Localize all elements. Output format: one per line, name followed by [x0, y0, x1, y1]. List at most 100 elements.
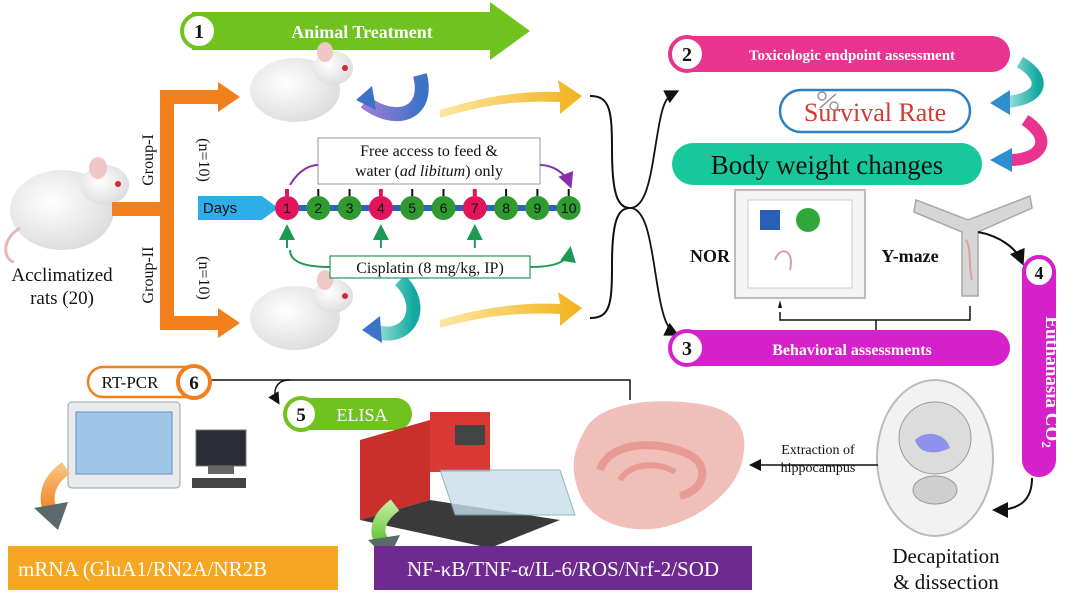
- brain-dissection-image: [876, 379, 994, 537]
- mrna-output-box: [8, 546, 338, 590]
- step-3-label: Behavioral assessments: [772, 342, 932, 359]
- rtpcr-machine-image: [67, 401, 247, 489]
- group-2-rat-image: [250, 270, 353, 350]
- step-3-number: 3: [682, 338, 692, 360]
- extraction-line1: Extraction of: [781, 443, 855, 458]
- protein-output-box: [374, 546, 752, 590]
- timeline-bar: [286, 205, 570, 211]
- days-label: Days: [203, 200, 237, 217]
- day-marker-9: [525, 196, 550, 220]
- hippocampus-to-rtpcr-arrow: [192, 374, 631, 400]
- day-marker-10: [556, 196, 581, 220]
- step-6-badge: [176, 364, 212, 400]
- behavior-bracket-arrowhead-left: [778, 300, 782, 308]
- day-label-6: 6: [440, 200, 448, 216]
- step-4-number: 4: [1035, 263, 1044, 283]
- day-label-3: 3: [346, 200, 354, 216]
- cisplatin-right-bracket: [529, 246, 576, 268]
- mrna-output-label: mRNA (GluA1/RN2A/NR2B: [18, 557, 267, 581]
- body-weight-curved-arrow: [1009, 115, 1048, 166]
- body-weight-box: [672, 143, 982, 185]
- day-marker-6: [431, 196, 456, 220]
- decapitation-line2: & dissection: [893, 570, 999, 594]
- nor-label: NOR: [690, 246, 731, 266]
- step-5-label: ELISA: [337, 405, 388, 425]
- day-marker-5: [400, 196, 425, 220]
- elisa-reader-image: [360, 412, 576, 548]
- day-label-4: 4: [377, 200, 385, 216]
- group-2-gold-arrow: [440, 292, 582, 328]
- step-6-number: 6: [189, 373, 199, 394]
- behavior-bracket: [779, 306, 971, 321]
- survival-curved-arrow-head: [990, 90, 1010, 115]
- step-2-number: 2: [682, 44, 692, 66]
- free-access-line2: water (ad libitum) only: [355, 163, 503, 180]
- euthanasia-banner: [1022, 255, 1056, 477]
- cisplatin-left-bracket: [289, 249, 331, 268]
- day-label-2: 2: [314, 200, 322, 216]
- body-weight-label: Body weight changes: [711, 150, 943, 180]
- group-1-gold-arrow: [440, 80, 582, 118]
- acclimatized-label-line1: Acclimatized: [11, 265, 113, 286]
- hippocampus-image: [573, 401, 745, 530]
- day-marker-3: [337, 196, 362, 220]
- day-marker-1: [275, 196, 299, 220]
- day-marker-2: [306, 196, 331, 220]
- step-3-badge: [668, 329, 706, 367]
- green-arrow-shape: [192, 2, 530, 60]
- ymaze-label: Y-maze: [881, 246, 938, 266]
- nor-arena-image: [734, 189, 866, 299]
- day-label-10: 10: [561, 200, 577, 216]
- step-4-label: Euthanasia CO2: [1039, 316, 1062, 448]
- step-1-number: 1: [194, 21, 204, 43]
- group-2-curved-arrow: [369, 275, 421, 341]
- ymaze-image: [913, 194, 1033, 297]
- step-2-label: Toxicologic endpoint assessment: [749, 48, 955, 64]
- group-1-curved-arrow-head: [356, 86, 376, 110]
- rtpcr-down-arrowhead: [34, 502, 68, 530]
- day-label-7: 7: [471, 200, 479, 216]
- day-label-5: 5: [408, 200, 416, 216]
- brace-to-endpoints-arrow: [629, 90, 680, 209]
- acclimatized-rat-image: [4, 157, 129, 264]
- percent-icon: [817, 91, 839, 111]
- step-4-badge: [1022, 255, 1056, 289]
- toxicologic-endpoint-banner: [670, 36, 1010, 72]
- free-access-line1: Free access to feed &: [360, 143, 498, 160]
- group-2-label: Group-II: [140, 247, 157, 304]
- group-split-arrows: [112, 82, 240, 338]
- day-marker-4: [368, 196, 393, 220]
- decapitation-line1: Decapitation: [892, 544, 1000, 568]
- day-label-9: 9: [534, 200, 542, 216]
- merge-brace: [589, 95, 631, 319]
- survival-curved-arrow: [1004, 56, 1044, 108]
- day-marker-7: [462, 196, 487, 220]
- behavioral-assessments-banner: [670, 330, 1010, 366]
- group-1-count: (n=10): [195, 138, 212, 182]
- body-weight-curved-arrow-head: [990, 148, 1012, 172]
- extraction-line2: hippocampus: [781, 461, 856, 476]
- group-2-count: (n=10): [195, 256, 212, 300]
- acclimatized-label-line2: rats (20): [30, 288, 94, 309]
- step-1-label: Animal Treatment: [291, 22, 433, 42]
- free-access-left-bracket: [289, 164, 319, 186]
- group-1-label: Group-I: [140, 134, 157, 186]
- day-markers: 1 2 3 4 5 6 7 8 9 10: [275, 189, 581, 248]
- free-access-box: [317, 137, 541, 185]
- ymaze-to-euthanasia-arrow: [977, 231, 1025, 266]
- euthanasia-to-dissection-arrow: [992, 477, 1033, 518]
- step-2-badge: [668, 35, 706, 73]
- free-access-right-bracket: [539, 164, 574, 189]
- animal-treatment-banner: 1 Animal Treatment: [180, 2, 530, 60]
- day-label-8: 8: [502, 200, 510, 216]
- cisplatin-label: Cisplatin (8 mg/kg, IP): [356, 260, 504, 277]
- step-5-number: 5: [296, 405, 306, 426]
- day-label-1: 1: [283, 200, 291, 216]
- brace-to-behavior-arrow: [629, 207, 680, 336]
- group-2-curved-arrow-head: [362, 316, 382, 343]
- days-arrow: [198, 196, 278, 220]
- protein-output-label: NF-κB/TNF-α/IL-6/ROS/Nrf-2/SOD: [407, 557, 719, 581]
- day-marker-8: [494, 196, 519, 220]
- step-1-badge: [180, 12, 218, 50]
